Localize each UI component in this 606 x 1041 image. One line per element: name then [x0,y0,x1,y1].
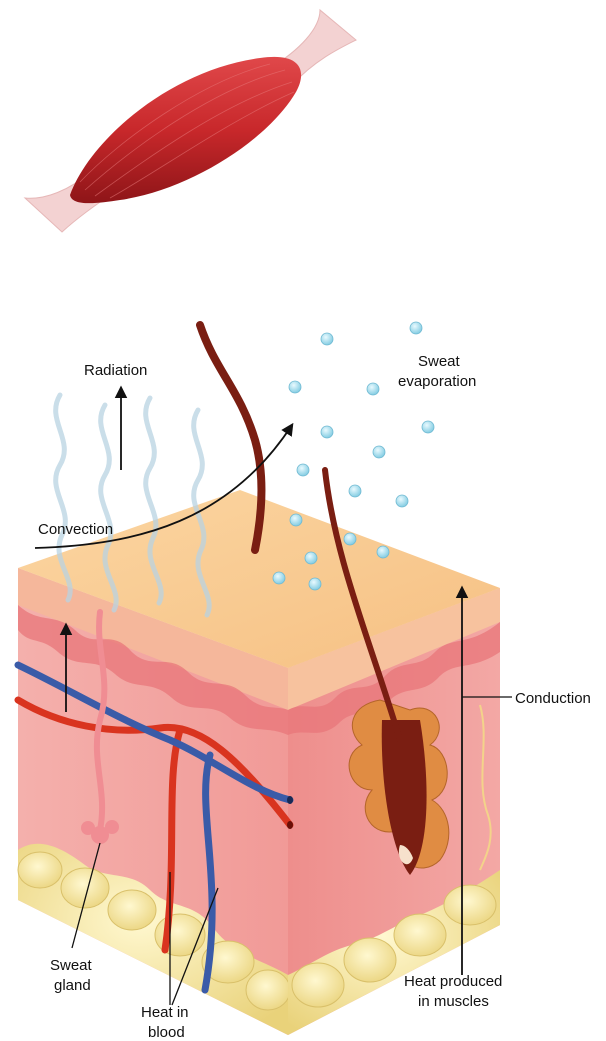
label-sweat-evaporation-line2: evaporation [398,373,476,390]
label-conduction: Conduction [515,690,591,707]
muscle-illustration [25,10,356,232]
label-heat-produced-line2: in muscles [418,993,489,1010]
label-sweat-gland-line1: Sweat [50,957,93,974]
artery-end [287,821,293,829]
vein-end [287,796,293,804]
label-sweat-gland-line2: gland [54,977,91,994]
label-sweat-evaporation-line1: Sweat [418,353,461,370]
label-heat-in-blood-line1: Heat in [141,1004,189,1021]
label-radiation: Radiation [84,362,147,379]
label-heat-in-blood-line2: blood [148,1024,185,1041]
label-heat-produced-line1: Heat produced [404,973,502,990]
label-convection: Convection [38,521,113,538]
muscle-belly [70,57,301,203]
